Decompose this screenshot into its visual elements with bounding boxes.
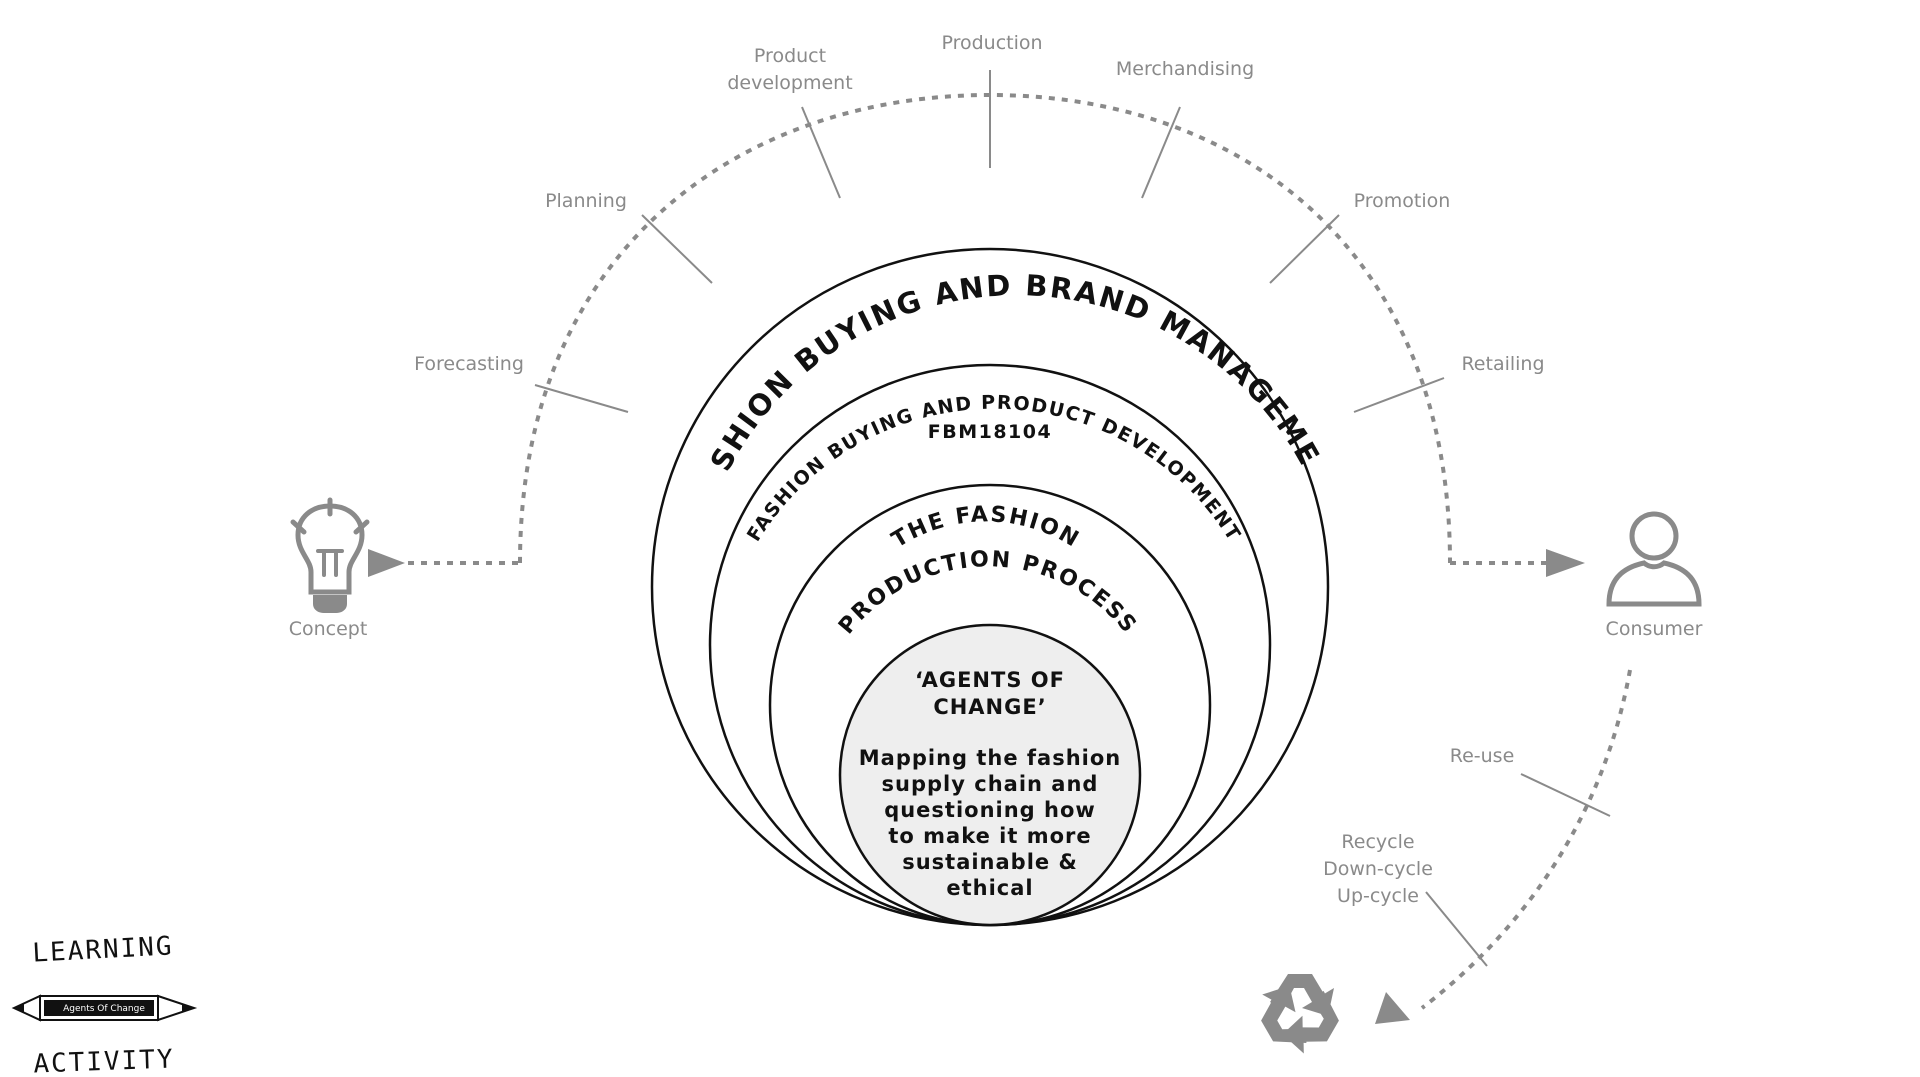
logo-middle-text: Agents Of Change	[63, 1004, 145, 1014]
tick-promotion	[1269, 214, 1340, 284]
core-body-line: to make it more	[888, 824, 1091, 848]
core-title-line2: CHANGE’	[933, 695, 1046, 719]
lightbulb-icon	[290, 497, 370, 613]
consumer-arrowhead	[1546, 549, 1585, 577]
tick-retailing	[1353, 377, 1445, 413]
core-circle	[838, 623, 1142, 927]
core-body-line: questioning how	[884, 798, 1096, 822]
stage-production: Production	[941, 32, 1042, 54]
concept-arrowhead	[368, 549, 405, 577]
tick-planning	[641, 214, 713, 284]
stage-product-development-line2: development	[727, 72, 852, 94]
pencil-icon	[11, 994, 198, 1022]
end-of-life-curve	[1420, 669, 1632, 1010]
recycle-label-line1: Recycle	[1341, 831, 1414, 853]
consumer-label: Consumer	[1606, 618, 1703, 640]
second-circle-code: FBM18104	[928, 421, 1052, 443]
supply-chain-arc	[518, 92, 1452, 564]
tick-product-development	[801, 106, 841, 199]
recycle-arrowhead	[1375, 992, 1410, 1024]
stage-merchandising: Merchandising	[1116, 58, 1254, 80]
stage-planning: Planning	[545, 190, 627, 212]
core-body: Mapping the fashion supply chain and que…	[859, 746, 1122, 900]
learning-activity-logo: LEARNING Agents Of Change ACTIVITY	[11, 931, 198, 1077]
stage-ticks	[534, 70, 1611, 967]
core-title-line1: ‘AGENTS OF	[915, 668, 1065, 692]
recycle-icon	[1261, 974, 1339, 1054]
core-body-line: sustainable &	[902, 850, 1078, 874]
tick-recycle	[1425, 891, 1488, 967]
stage-product-development-line1: Product	[754, 45, 826, 67]
recycle-label-line2: Down-cycle	[1323, 858, 1433, 880]
tick-forecasting	[534, 384, 629, 413]
core-body-line: ethical	[946, 876, 1033, 900]
core-body-line: supply chain and	[882, 772, 1099, 796]
tick-merchandising	[1141, 106, 1181, 199]
reuse-label: Re-use	[1450, 745, 1515, 767]
logo-top-text: LEARNING	[32, 931, 175, 968]
core-body-line: Mapping the fashion	[859, 746, 1122, 770]
tick-reuse	[1520, 773, 1611, 817]
user-icon	[1606, 511, 1702, 607]
logo-bottom-text: ACTIVITY	[33, 1045, 175, 1077]
stage-retailing: Retailing	[1461, 353, 1544, 375]
recycle-label-line3: Up-cycle	[1337, 885, 1419, 907]
concept-label: Concept	[289, 618, 368, 640]
stage-forecasting: Forecasting	[414, 353, 524, 375]
stage-promotion: Promotion	[1354, 190, 1451, 212]
